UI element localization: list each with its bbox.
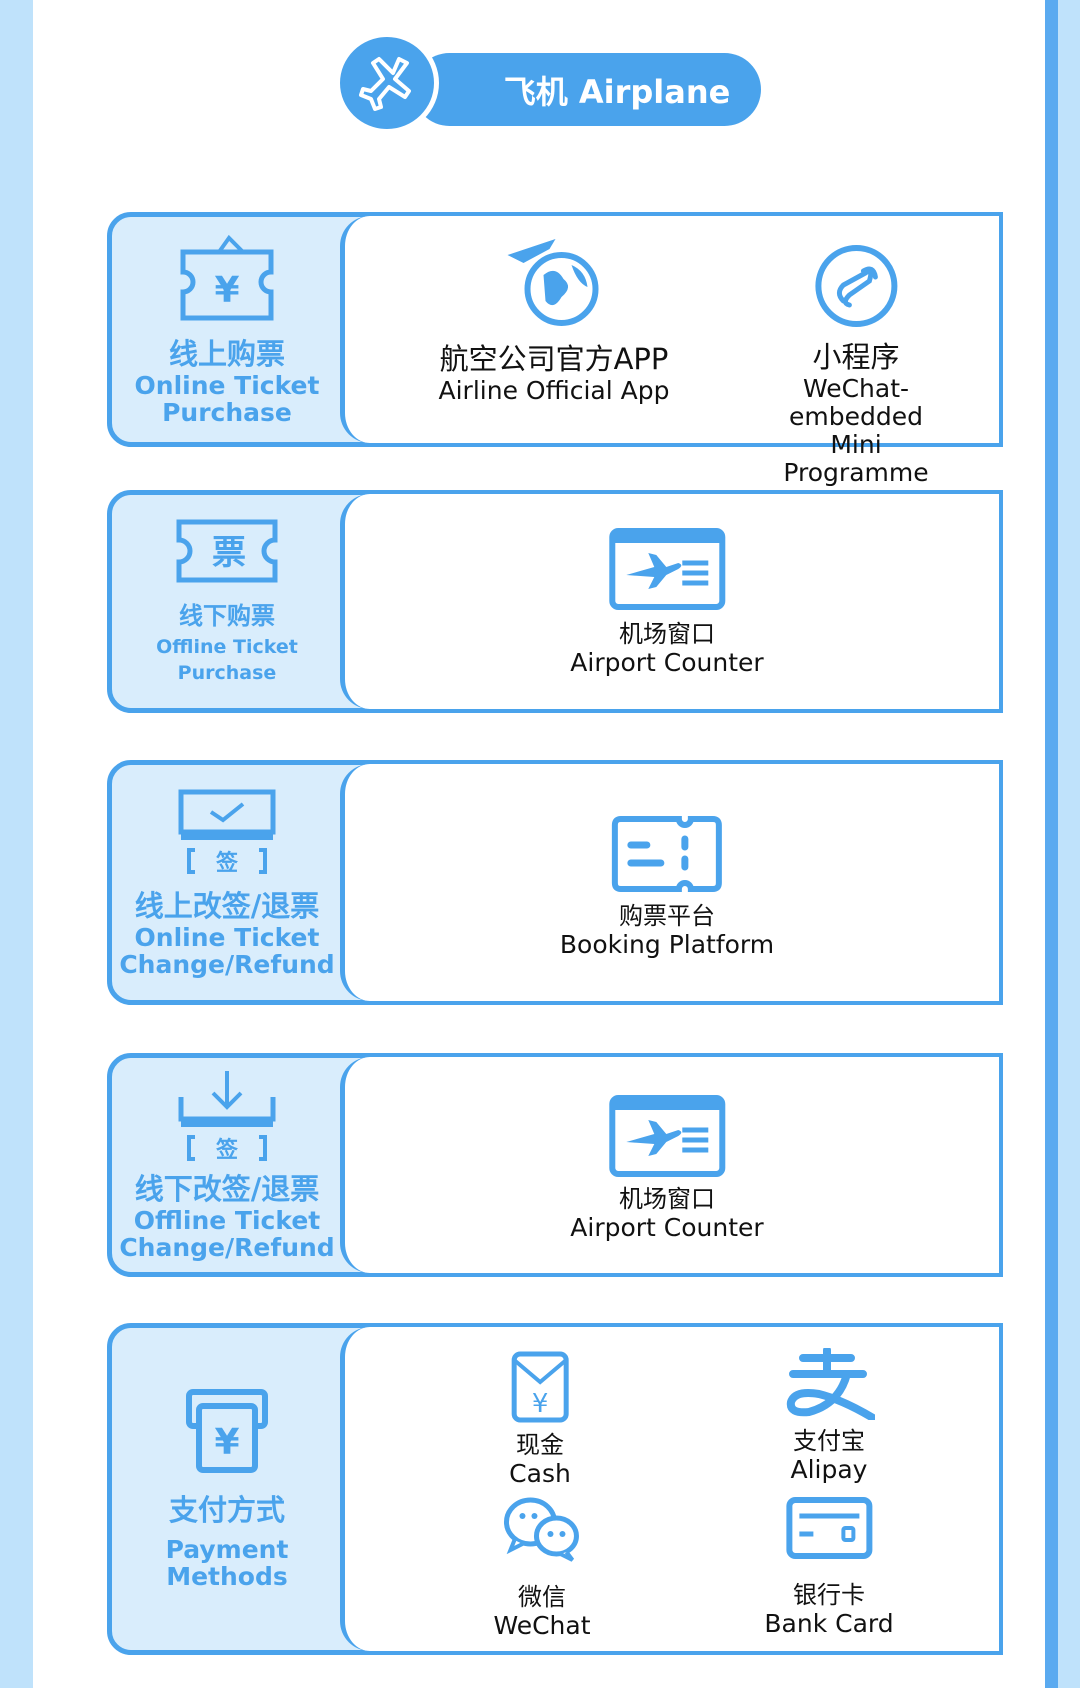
option-en: WeChat bbox=[493, 1611, 591, 1640]
category-zh: 线上购票 bbox=[168, 336, 285, 371]
option-zh: 银行卡 bbox=[792, 1581, 865, 1609]
bank-card-icon bbox=[785, 1497, 872, 1559]
ticket-stub-icon bbox=[611, 816, 722, 892]
category-zh: 支付方式 bbox=[168, 1493, 285, 1527]
category-en: Purchase bbox=[177, 661, 277, 684]
ticket-yen-icon: ¥ bbox=[180, 234, 274, 320]
category-zh: 线下购票 bbox=[179, 601, 275, 630]
svg-text:签: 签 bbox=[215, 1137, 239, 1163]
globe-plane-icon bbox=[507, 239, 599, 326]
svg-text:签: 签 bbox=[215, 850, 239, 876]
boarding-pass-icon bbox=[608, 1095, 725, 1177]
category-zh: 线上改签/退票 bbox=[134, 888, 320, 923]
option-en: Mini Programme bbox=[783, 430, 929, 487]
card-online-purchase: ¥ 线上购票 Online Ticket Purchase 航空公司官方APP … bbox=[107, 212, 1003, 487]
right-border-stripe bbox=[1045, 0, 1058, 1688]
option-en: Airline Official App bbox=[438, 376, 670, 405]
category-zh: 线下改签/退票 bbox=[134, 1172, 320, 1206]
option-cash[interactable]: ¥ 现金 Cash bbox=[509, 1350, 571, 1488]
card-online-change: 签 线上改签/退票 Online Ticket Change/Refund 购票… bbox=[107, 760, 1003, 1005]
category-en: Change/Refund bbox=[119, 949, 335, 979]
category-en: Payment bbox=[165, 1535, 289, 1564]
option-en: Airport Counter bbox=[570, 648, 764, 677]
svg-text:¥: ¥ bbox=[532, 1389, 549, 1419]
category-en: Methods bbox=[166, 1562, 288, 1591]
section-title: 飞机 Airplane bbox=[413, 53, 761, 126]
category-en: Offline Ticket bbox=[133, 1206, 321, 1235]
option-booking-platform[interactable]: 购票平台 Booking Platform bbox=[560, 815, 774, 959]
airplane-icon bbox=[335, 32, 439, 134]
option-zh: 航空公司官方APP bbox=[439, 342, 669, 376]
category-en: Offline Ticket bbox=[156, 635, 298, 658]
category-en: Online Ticket bbox=[134, 370, 320, 400]
option-zh: 机场窗口 bbox=[618, 620, 715, 648]
boarding-pass-icon bbox=[608, 528, 725, 610]
mini-program-icon bbox=[814, 245, 897, 327]
category-en: Purchase bbox=[162, 397, 292, 427]
online-change-icon: 签 bbox=[178, 789, 276, 876]
cash-envelope-icon: ¥ bbox=[511, 1351, 569, 1423]
option-en: Alipay bbox=[790, 1455, 868, 1484]
option-airline-app[interactable]: 航空公司官方APP Airline Official App bbox=[438, 235, 670, 405]
option-zh: 现金 bbox=[516, 1431, 564, 1459]
card-payment-methods: ¥ 支付方式 Payment Methods ¥ 现金 Cash 支付宝 Ali… bbox=[107, 1323, 1003, 1655]
option-zh: 机场窗口 bbox=[618, 1185, 715, 1213]
option-alipay[interactable]: 支付宝 Alipay bbox=[783, 1348, 875, 1484]
option-airport-counter[interactable]: 机场窗口 Airport Counter bbox=[570, 527, 764, 677]
alipay-icon bbox=[786, 1348, 875, 1420]
svg-text:¥: ¥ bbox=[214, 270, 239, 311]
ticket-icon: 票 bbox=[176, 519, 278, 582]
svg-text:¥: ¥ bbox=[214, 1422, 239, 1463]
option-zh: 微信 bbox=[518, 1583, 566, 1611]
option-wechat[interactable]: 微信 WeChat bbox=[493, 1496, 591, 1640]
svg-text:票: 票 bbox=[212, 533, 246, 573]
option-en: Booking Platform bbox=[559, 930, 775, 959]
offline-change-icon: 签 bbox=[178, 1071, 276, 1163]
option-en: Bank Card bbox=[764, 1609, 894, 1638]
wechat-icon bbox=[503, 1497, 579, 1562]
category-en: Change/Refund bbox=[119, 1233, 335, 1262]
option-zh: 购票平台 bbox=[618, 902, 715, 930]
option-en: WeChat-embedded bbox=[789, 374, 923, 431]
option-en: Cash bbox=[509, 1459, 571, 1488]
option-airport-counter[interactable]: 机场窗口 Airport Counter bbox=[570, 1094, 764, 1242]
option-zh: 小程序 bbox=[812, 340, 900, 374]
option-mini-program[interactable]: 小程序 WeChat-embedded Mini Programme bbox=[783, 243, 929, 487]
card-offline-purchase: 票 线下购票 Offline Ticket Purchase 机场窗口 Airp… bbox=[107, 490, 1003, 713]
option-bank-card[interactable]: 银行卡 Bank Card bbox=[764, 1496, 894, 1638]
category-en: Online Ticket bbox=[134, 922, 320, 952]
card-offline-change: 签 线下改签/退票 Offline Ticket Change/Refund 机… bbox=[107, 1053, 1003, 1277]
option-en: Airport Counter bbox=[570, 1213, 764, 1242]
payment-terminal-icon: ¥ bbox=[186, 1389, 268, 1473]
option-zh: 支付宝 bbox=[793, 1427, 865, 1455]
